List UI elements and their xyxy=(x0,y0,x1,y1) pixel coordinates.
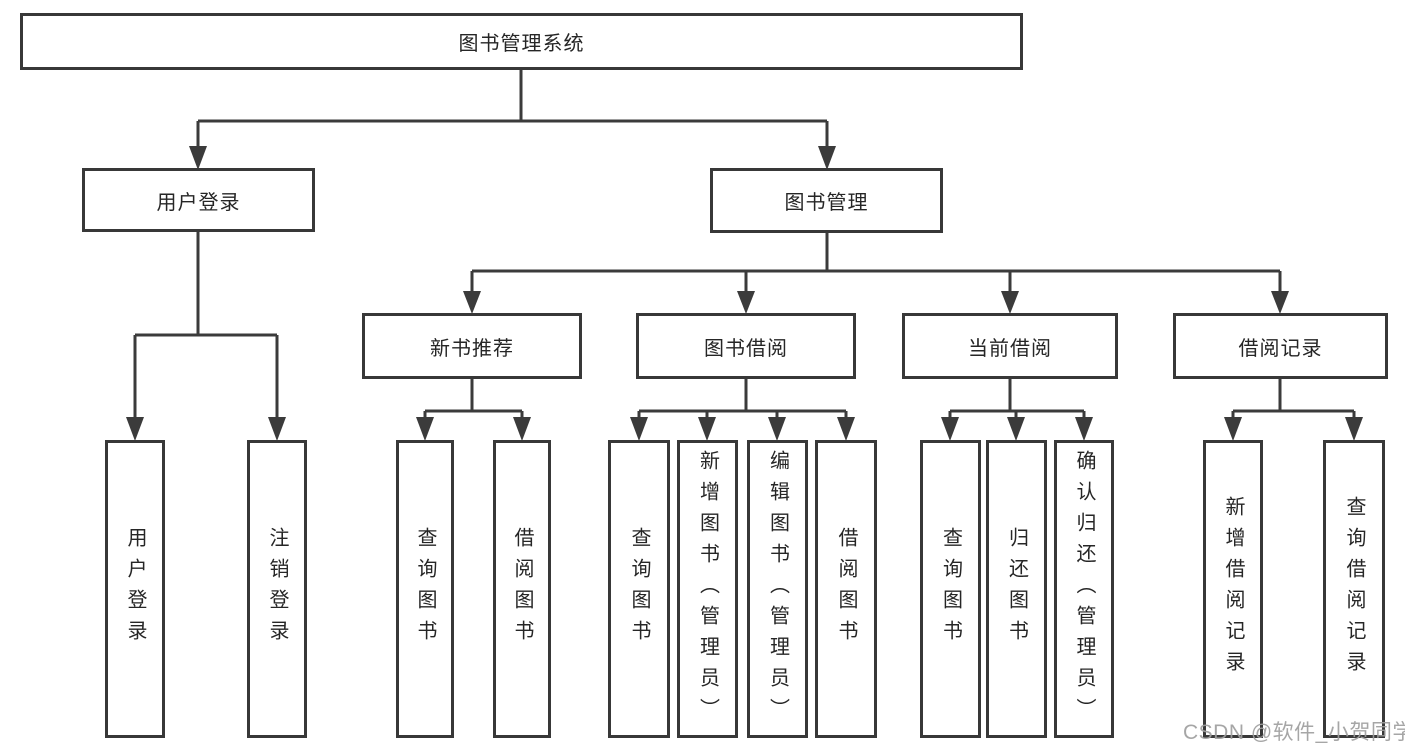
node-label: 图书借阅 xyxy=(704,337,788,360)
leaf-label: 用户登录 xyxy=(124,527,146,651)
leaf-label: 归还图书 xyxy=(1005,527,1028,651)
node-book-management: 图书管理 xyxy=(710,168,943,233)
node-label: 新书推荐 xyxy=(430,337,514,360)
node-root: 图书管理系统 xyxy=(20,13,1023,70)
arrowhead-icon xyxy=(1001,291,1019,314)
leaf-user-login: 用户登录 xyxy=(105,440,165,738)
csdn-watermark: CSDN @软件_小贺同学 xyxy=(1183,721,1405,744)
arrowhead-icon xyxy=(698,417,716,441)
arrowhead-icon xyxy=(126,417,144,441)
leaf-query-books-3: 查询图书 xyxy=(920,440,981,738)
node-label: 图书管理系统 xyxy=(458,33,585,55)
connector-current-borrowing xyxy=(948,379,1086,419)
node-label: 用户登录 xyxy=(156,191,241,214)
connector-book-borrowing xyxy=(637,379,848,419)
connector-book-management xyxy=(470,233,1282,292)
connector-new-book-recommend xyxy=(423,379,524,419)
arrowhead-icon xyxy=(463,291,481,314)
connector-root xyxy=(196,70,829,148)
arrowhead-icon xyxy=(837,417,855,441)
leaf-label: 查询图书 xyxy=(628,527,650,651)
leaf-borrow-books-2: 借阅图书 xyxy=(815,440,877,738)
arrowhead-icon xyxy=(1224,417,1242,441)
leaf-label: 查询借阅记录 xyxy=(1343,496,1365,682)
arrowhead-icon xyxy=(416,417,434,441)
leaf-label: 新增借阅记录 xyxy=(1222,496,1244,682)
arrowhead-icon xyxy=(513,417,531,441)
node-label: 图书管理 xyxy=(784,192,869,214)
leaf-query-books-1: 查询图书 xyxy=(396,440,454,738)
node-borrowing-records: 借阅记录 xyxy=(1173,313,1388,379)
leaf-query-borrow-record: 查询借阅记录 xyxy=(1323,440,1385,738)
arrowhead-icon xyxy=(1007,417,1025,441)
leaf-label: 借阅图书 xyxy=(511,527,533,651)
arrowhead-icon xyxy=(768,417,786,441)
node-new-book-recommend: 新书推荐 xyxy=(362,313,582,379)
leaf-logout: 注销登录 xyxy=(247,440,307,738)
leaf-label: 查询图书 xyxy=(414,527,436,651)
leaf-edit-books-admin: 编辑图书（管理员） xyxy=(747,440,808,738)
node-current-borrowing: 当前借阅 xyxy=(902,313,1118,379)
node-label: 当前借阅 xyxy=(968,337,1052,360)
connector-borrowing-records xyxy=(1231,379,1356,419)
arrowhead-icon xyxy=(630,417,648,441)
arrowhead-icon xyxy=(818,146,836,170)
leaf-add-borrow-record: 新增借阅记录 xyxy=(1203,440,1263,738)
node-label: 借阅记录 xyxy=(1238,337,1323,360)
arrowhead-icon xyxy=(1345,417,1363,441)
leaf-label: 注销登录 xyxy=(266,527,288,651)
arrowhead-icon xyxy=(1271,291,1289,314)
arrowhead-icon xyxy=(737,291,755,314)
leaf-label: 查询图书 xyxy=(939,527,962,651)
leaf-label: 确认归还（管理员） xyxy=(1073,449,1095,729)
leaf-borrow-books-1: 借阅图书 xyxy=(493,440,551,738)
leaf-label: 新增图书（管理员） xyxy=(696,449,719,729)
arrowhead-icon xyxy=(941,417,959,441)
arrowhead-icon xyxy=(268,417,286,441)
leaf-return-books: 归还图书 xyxy=(986,440,1047,738)
leaf-query-books-2: 查询图书 xyxy=(608,440,670,738)
leaf-label: 借阅图书 xyxy=(835,527,857,651)
leaf-confirm-return-admin: 确认归还（管理员） xyxy=(1054,440,1114,738)
arrowhead-icon xyxy=(189,146,207,170)
node-user-login: 用户登录 xyxy=(82,168,315,232)
connector-user-login xyxy=(133,232,279,419)
node-book-borrowing: 图书借阅 xyxy=(636,313,856,379)
arrowhead-icon xyxy=(1075,417,1093,441)
leaf-label: 编辑图书（管理员） xyxy=(766,449,789,729)
leaf-add-books-admin: 新增图书（管理员） xyxy=(677,440,738,738)
